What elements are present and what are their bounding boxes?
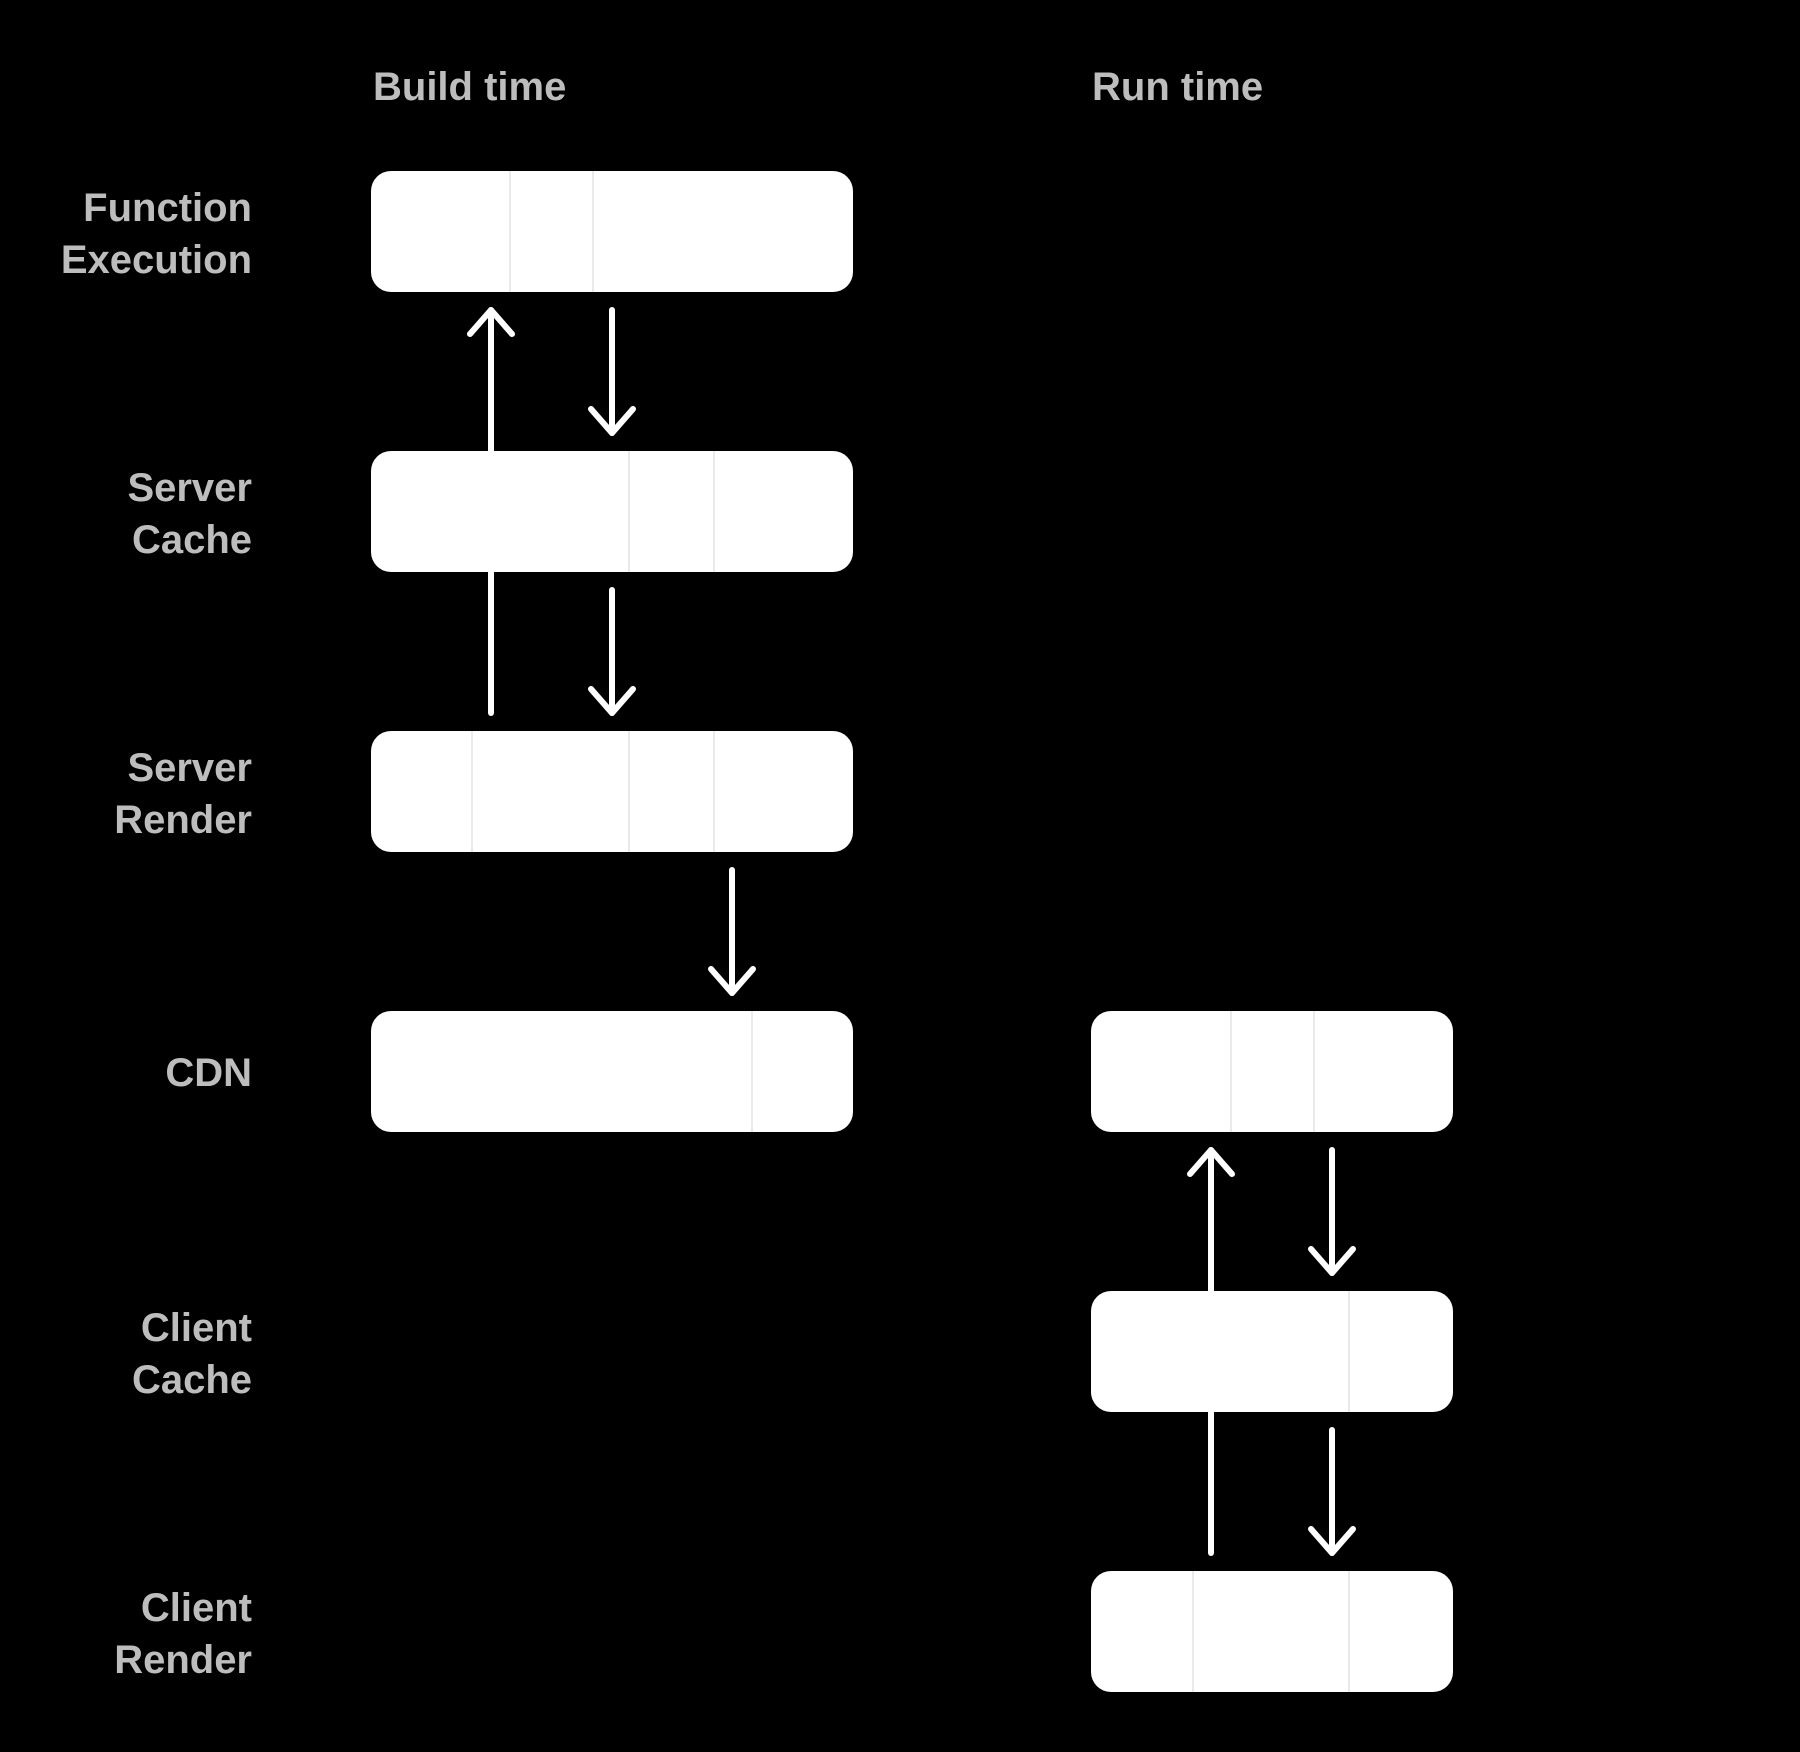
svg-text:Function: Function: [83, 186, 252, 230]
row-label-function-execution: Function Execution: [61, 186, 252, 282]
row-label-server-render: Server Render: [114, 746, 252, 842]
arrow-down-function-to-server-cache: [588, 307, 636, 436]
box-run-client-render: [1091, 1571, 1453, 1692]
row-label-client-render: Client Render: [114, 1586, 252, 1682]
svg-text:Client: Client: [141, 1586, 252, 1630]
box-run-cdn: [1091, 1011, 1453, 1132]
arrow-up-to-function-execution: [467, 307, 515, 716]
box-build-function-execution: [371, 171, 853, 292]
svg-text:Server: Server: [127, 746, 252, 790]
svg-text:Client: Client: [141, 1306, 252, 1350]
svg-text:Server: Server: [127, 466, 252, 510]
row-label-client-cache: Client Cache: [132, 1306, 252, 1402]
arrow-up-to-run-cdn: [1187, 1147, 1235, 1556]
box-run-client-cache: [1091, 1291, 1453, 1412]
arrow-down-server-render-to-cdn: [708, 867, 756, 996]
svg-text:Render: Render: [114, 1638, 252, 1682]
box-build-cdn: [371, 1011, 853, 1132]
box-build-server-cache: [371, 451, 853, 572]
arrow-down-client-cache-to-client-render: [1308, 1427, 1356, 1556]
row-label-server-cache: Server Cache: [127, 466, 252, 562]
row-label-cdn: CDN: [165, 1051, 252, 1095]
svg-text:Cache: Cache: [132, 1358, 252, 1402]
svg-text:Execution: Execution: [61, 238, 252, 282]
svg-text:CDN: CDN: [165, 1051, 252, 1095]
column-title-run-time: Run time: [1092, 65, 1263, 109]
arrow-down-cdn-to-client-cache: [1308, 1147, 1356, 1276]
arrow-down-server-cache-to-server-render: [588, 587, 636, 716]
column-title-build-time: Build time: [373, 65, 566, 109]
svg-text:Cache: Cache: [132, 518, 252, 562]
svg-text:Render: Render: [114, 798, 252, 842]
box-build-server-render: [371, 731, 853, 852]
